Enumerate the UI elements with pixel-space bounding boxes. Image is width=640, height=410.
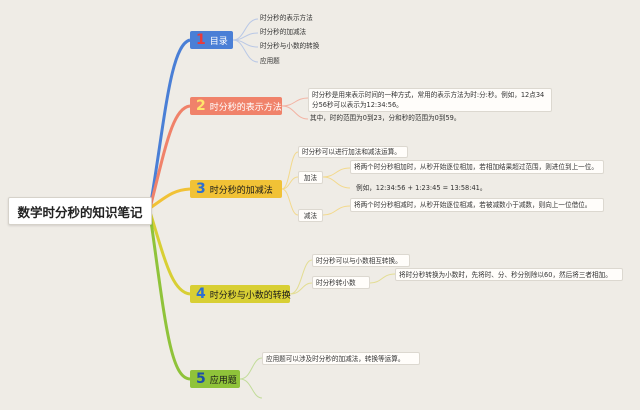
addition-label[interactable]: 加法	[298, 171, 323, 184]
connector-branch-5	[148, 213, 191, 381]
central-topic[interactable]: 数学时分秒的知识笔记	[8, 197, 152, 225]
branch-number: 5	[196, 371, 206, 387]
addition-description: 将两个时分秒相加时，从秒开始逐位相加，若相加结果超过范围，则进位到上一位。	[350, 160, 604, 174]
branch-add-sub[interactable]: 3 时分秒的加减法	[190, 180, 282, 198]
subtraction-description: 将两个时分秒相减时，从秒开始逐位相减，若被减数小于减数，则向上一位借位。	[350, 198, 604, 212]
conversion-label[interactable]: 时分秒转小数	[312, 276, 370, 289]
branch-label: 应用题	[209, 375, 237, 386]
add-sub-connectors	[281, 151, 351, 216]
branch-number: 3	[196, 181, 206, 197]
representation-range: 其中，时的范围为0到23，分和秒的范围为0到59。	[310, 114, 461, 122]
branch-number: 4	[196, 286, 206, 302]
branch-application[interactable]: 5 应用题	[190, 370, 240, 388]
connector-branch-3	[149, 187, 191, 210]
toc-connectors	[232, 18, 259, 63]
toc-item[interactable]: 应用题	[260, 57, 280, 65]
add-sub-intro: 时分秒可以进行加法和减法运算。	[298, 146, 408, 158]
branch-label: 时分秒的加减法	[209, 185, 273, 196]
subtraction-label[interactable]: 减法	[298, 209, 323, 222]
branch-toc[interactable]: 1 目录	[190, 31, 233, 49]
branch-label: 时分秒与小数的转换	[209, 290, 291, 301]
representation-description: 时分秒是用来表示时间的一种方式，常用的表示方法为时:分:秒。例如，12点34分5…	[308, 88, 552, 112]
application-description: 应用题可以涉及时分秒的加减法，转换等运算。	[262, 352, 420, 365]
connector-branch-4	[148, 211, 191, 296]
conversion-description: 将时分秒转换为小数时，先将时、分、秒分别除以60，然后将三者相加。	[395, 268, 623, 281]
toc-item[interactable]: 时分秒与小数的转换	[260, 42, 320, 50]
branch-representation[interactable]: 2 时分秒的表示方法	[190, 97, 282, 115]
application-connectors	[239, 357, 263, 399]
representation-connectors	[281, 97, 309, 120]
toc-item[interactable]: 时分秒的表示方法	[260, 14, 313, 22]
conversion-intro: 时分秒可以与小数相互转换。	[312, 254, 410, 267]
branch-label: 目录	[209, 36, 228, 47]
branch-number: 1	[196, 32, 206, 48]
branch-conversion[interactable]: 4 时分秒与小数的转换	[190, 285, 291, 303]
connector-branch-1	[148, 38, 191, 209]
connector-branch-2	[148, 104, 191, 209]
branch-number: 2	[196, 98, 206, 114]
conversion-connectors	[289, 259, 396, 295]
toc-item[interactable]: 时分秒的加减法	[260, 28, 307, 36]
addition-example: 例如，12:34:56 + 1:23:45 = 13:58:41。	[356, 184, 487, 192]
branch-label: 时分秒的表示方法	[209, 102, 282, 113]
